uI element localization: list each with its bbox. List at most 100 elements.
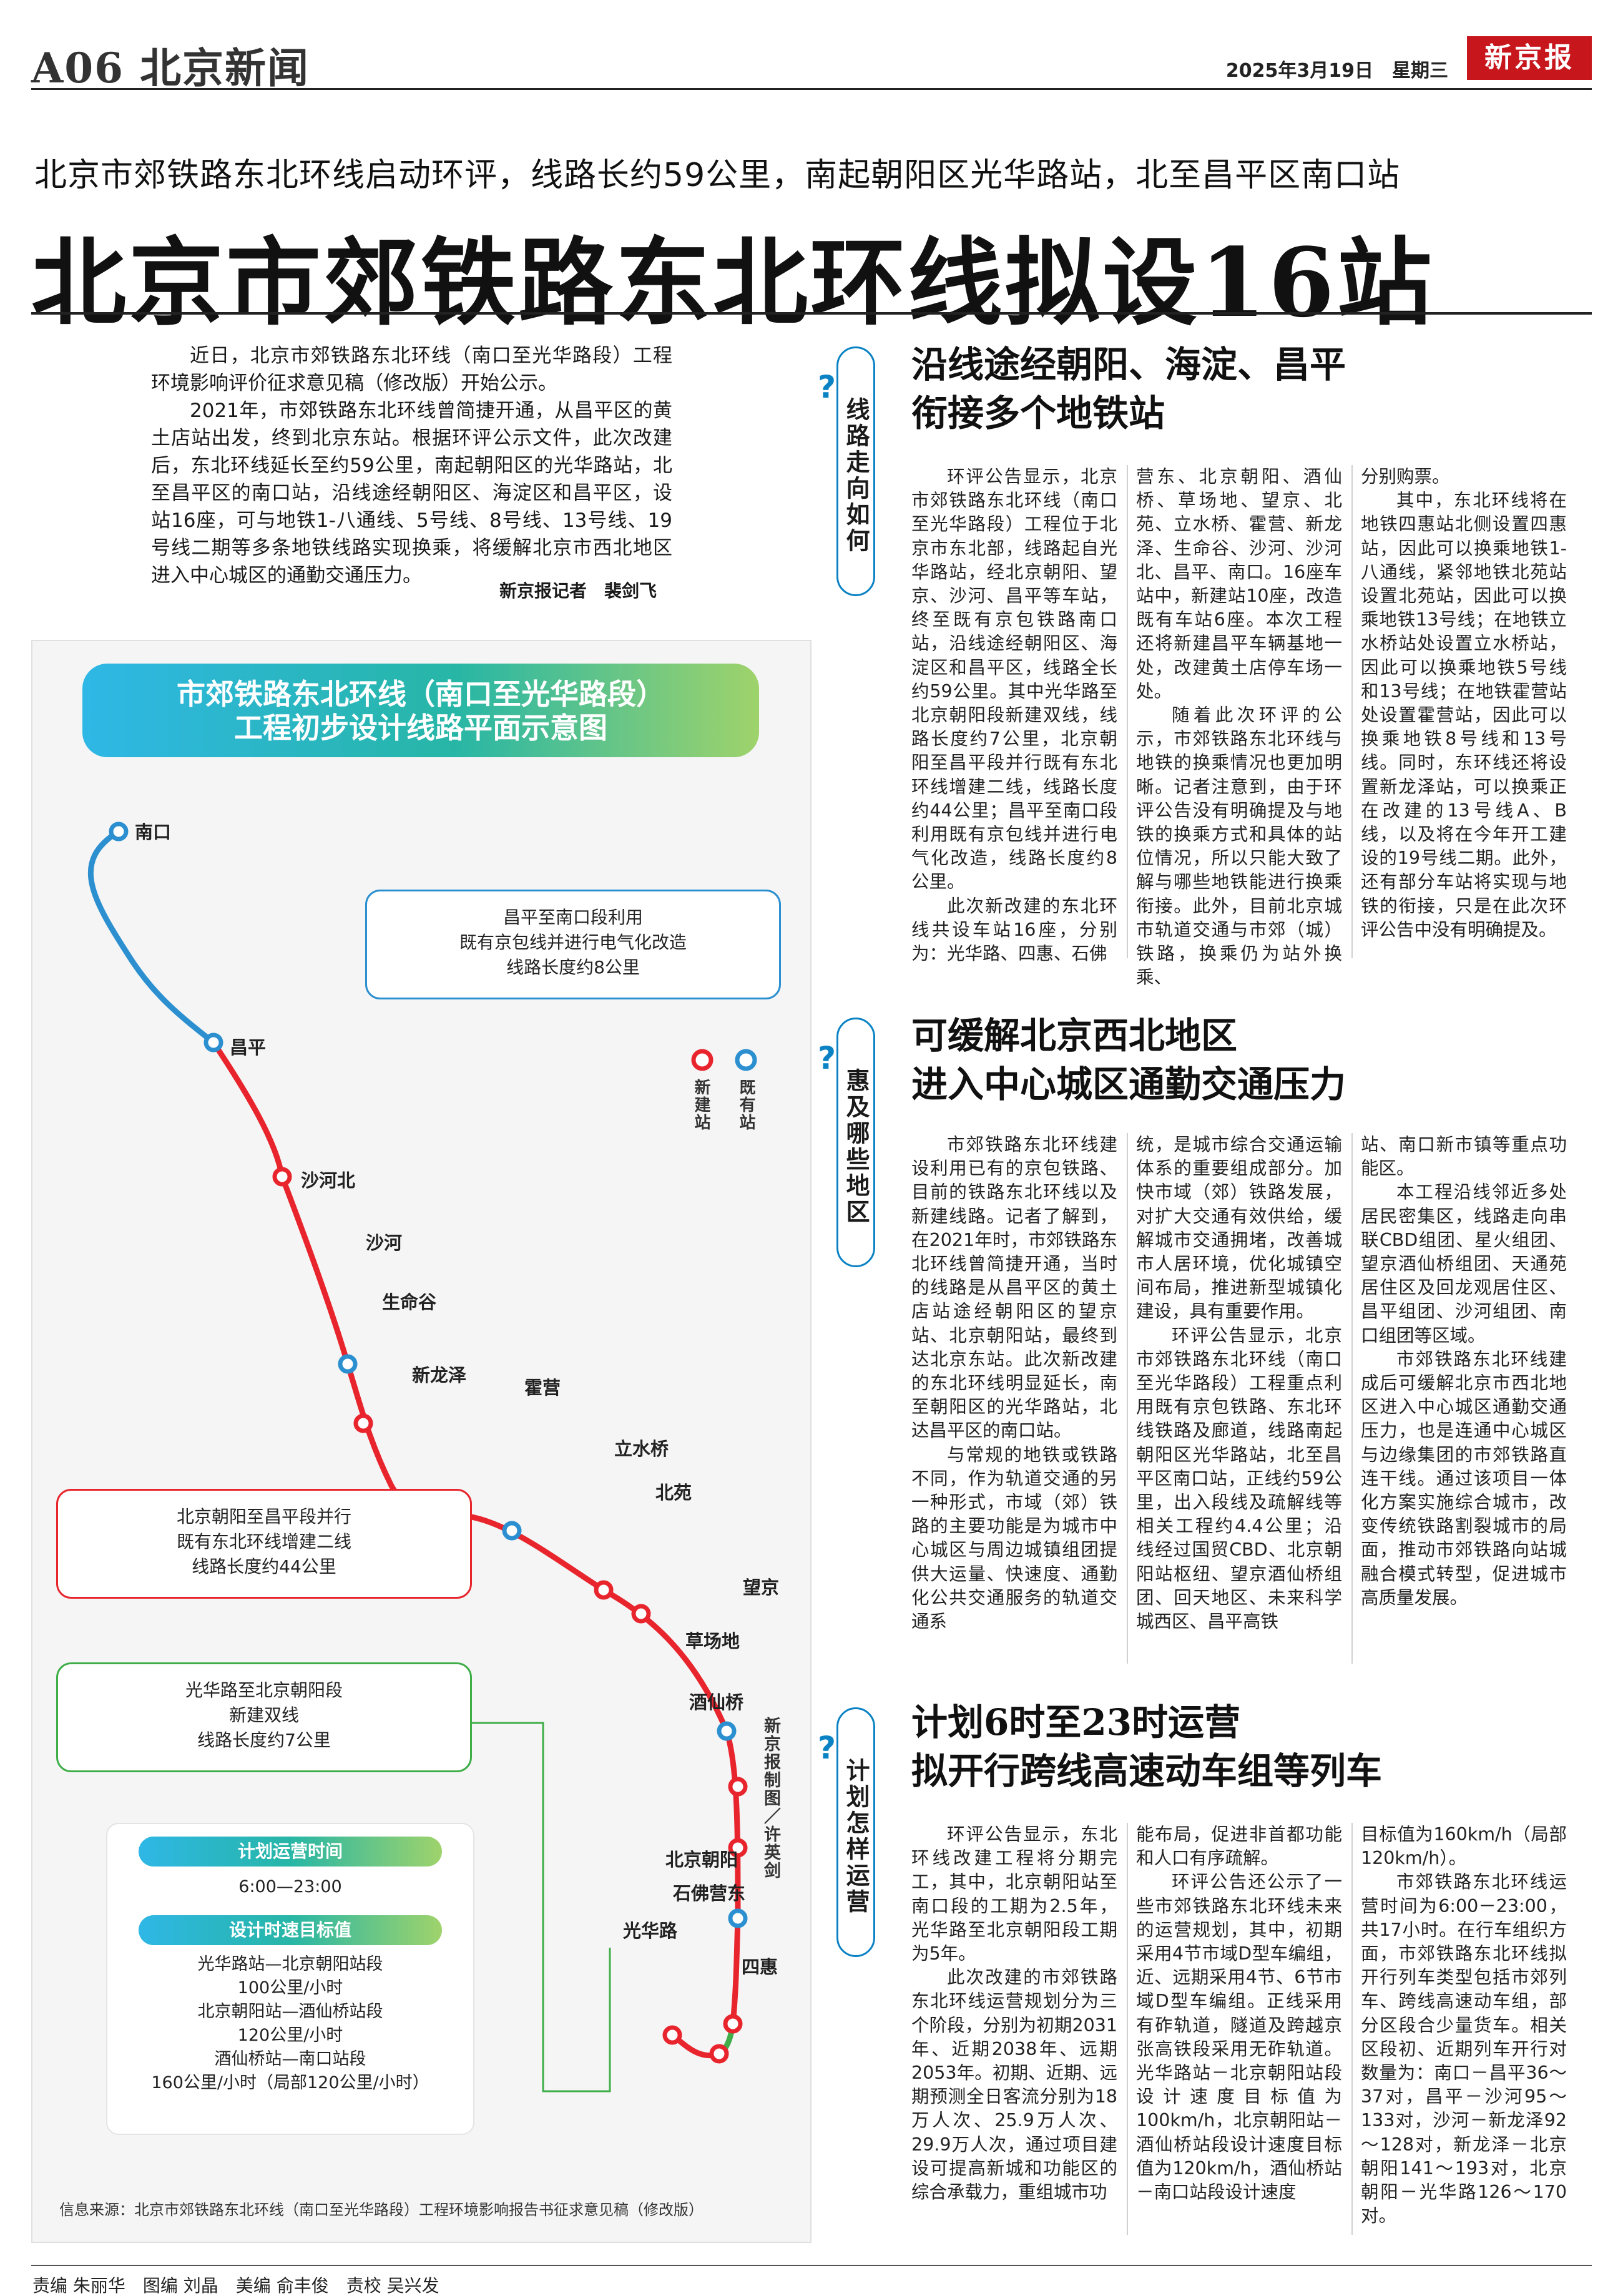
- page-number: A06 北京新闻: [31, 44, 310, 92]
- question-icon: ?: [817, 1730, 838, 1766]
- section-tag-areas: 惠及哪些地区?: [818, 1018, 875, 1267]
- body-paragraph: 环评公告显示，北京市郊铁路东北环线（南口至光华路段）工程重点利用既有京包铁路、东…: [1136, 1325, 1342, 1632]
- newspaper-logo: 新京报: [1467, 36, 1592, 80]
- callout-line: 线路长度约44公里: [192, 1556, 336, 1577]
- body-paragraph: 与常规的地铁或铁路不同，作为轨道交通的另一种形式，市域（郊）铁路的主要功能是为城…: [911, 1444, 1117, 1632]
- station-shahe-marker: [338, 1354, 358, 1374]
- callout-line: 线路长度约7公里: [197, 1730, 331, 1750]
- column-divider: [1351, 465, 1353, 958]
- body-paragraph: 统，是城市综合交通运输体系的重要组成部分。加快市域（郊）铁路发展，对扩大交通有效…: [1136, 1134, 1342, 1322]
- body-paragraph: 能布局，促进非首都功能和人口有序疏解。: [1136, 1824, 1342, 1869]
- station-huoying-marker: [502, 1521, 522, 1541]
- section-column: 市郊铁路东北环线建设利用已有的京包铁路、目前的铁路东北环线以及新建线路。记者了解…: [911, 1133, 1117, 1634]
- station-label: 草场地: [685, 1631, 740, 1652]
- section-column: 统，是城市综合交通运输体系的重要组成部分。加快市域（郊）铁路发展，对扩大交通有效…: [1136, 1133, 1342, 1634]
- speed-title: 设计时速目标值: [139, 1915, 442, 1945]
- speed-line: 120公里/小时: [237, 2026, 343, 2045]
- station-label: 生命谷: [382, 1292, 437, 1313]
- callout-line: 光华路至北京朝阳段: [185, 1680, 343, 1700]
- body-paragraph: 市郊铁路东北环线建设利用已有的京包铁路、目前的铁路东北环线以及新建线路。记者了解…: [911, 1134, 1117, 1441]
- station-shahebei-marker: [272, 1167, 292, 1187]
- main-headline: 北京市郊铁路东北环线拟设16站: [31, 227, 1434, 338]
- section-tag-operations: 计划怎样运营?: [818, 1707, 875, 1957]
- station-shengmingu-marker: [353, 1413, 373, 1433]
- station-beiyuan-marker: [631, 1604, 651, 1624]
- station-wangjing-marker: [717, 1721, 737, 1741]
- body-paragraph: 站、南口新市镇等重点功能区。: [1361, 1134, 1567, 1179]
- body-paragraph: 本工程沿线邻近多处居民密集区，线路走向串联CBD组团、星火组团、望京酒仙桥组团、…: [1361, 1182, 1567, 1346]
- station-label: 北京朝阳: [665, 1849, 738, 1870]
- station-nankou-marker: [109, 822, 129, 841]
- section-tag-text: 线路走向如何: [842, 397, 870, 554]
- editor-credits: 责编 朱丽华 图编 刘晶 美编 俞丰俊 责校 吴兴发: [32, 2275, 439, 2296]
- callout-line: 新建双线: [228, 1705, 299, 1725]
- section-column: 能布局，促进非首都功能和人口有序疏解。 环评公告还公示了一些市郊铁路东北环线未来…: [1136, 1823, 1342, 2204]
- legend-new-label: 新建站: [692, 1079, 710, 1131]
- callout-connector: [469, 1722, 611, 2092]
- speed-line: 160公里/小时（局部120公里/小时）: [151, 2073, 429, 2092]
- section-tag-text: 惠及哪些地区: [842, 1068, 870, 1225]
- station-label: 望京: [743, 1577, 780, 1598]
- legend-new-marker: [691, 1049, 713, 1071]
- section-column: 分别购票。 其中，东北环线将在地铁四惠站北侧设置四惠站，因此可以换乘地铁1-八通…: [1361, 465, 1567, 942]
- callout-chaoyang-changping: 北京朝阳至昌平段并行 既有东北环线增建二线 线路长度约44公里: [56, 1489, 472, 1599]
- legend-existing-label: 既有站: [737, 1079, 755, 1131]
- station-beijingchaoyang-marker: [728, 1908, 748, 1928]
- section-headline: 可缓解北京西北地区 进入中心城区通勤交通压力: [911, 1011, 1346, 1109]
- map-title-banner: 市郊铁路东北环线（南口至光华路段） 工程初步设计线路平面示意图: [82, 664, 759, 757]
- body-paragraph: 此次改建的市郊铁路东北环线运营规划分为三个阶段，分别为初期2031年、近期203…: [911, 1967, 1117, 2203]
- section-headline-line1: 沿线途经朝阳、海淀、昌平: [911, 343, 1346, 386]
- section-headline-line1: 可缓解北京西北地区: [911, 1014, 1238, 1057]
- legend-existing-marker: [735, 1049, 757, 1071]
- body-paragraph: 环评公告显示，东北环线改建工程将分期完工，其中，北京朝阳站至南口段的工期为2.5…: [911, 1824, 1117, 1965]
- map-credit: 新京报制图／许英剑: [761, 1717, 780, 1880]
- question-icon: ?: [817, 1040, 838, 1076]
- station-sihui-marker: [709, 2044, 729, 2064]
- station-jiuxianqiao-marker: [728, 1838, 748, 1858]
- speed-line: 100公里/小时: [237, 1978, 343, 1998]
- existing-line-segment: [87, 828, 217, 1046]
- hours-title: 计划运营时间: [139, 1837, 442, 1867]
- question-icon: ?: [817, 369, 838, 405]
- sub-headline: 北京市郊铁路东北环线启动环评，线路长约59公里，南起朝阳区光华路站，北至昌平区南…: [34, 157, 1401, 194]
- body-paragraph: 分别购票。: [1361, 466, 1450, 487]
- station-shifoying-marker: [723, 2014, 743, 2034]
- intro-text: 近日，北京市郊铁路东北环线（南口至光华路段）工程环境影响评价征求意见稿（修改版）…: [151, 342, 672, 589]
- top-bar: A06 北京新闻 2025年3月19日 星期三 新京报: [31, 30, 1592, 92]
- station-label: 霍营: [524, 1377, 561, 1398]
- section-tag-route: 线路走向如何?: [818, 346, 875, 596]
- speed-line: 光华路站—北京朝阳站段: [197, 1955, 383, 1974]
- section-column: 环评公告显示，东北环线改建工程将分期完工，其中，北京朝阳站至南口段的工期为2.5…: [911, 1823, 1117, 2204]
- map-source: 信息来源：北京市郊铁路东北环线（南口至光华路段）工程环境影响报告书征求意见稿（修…: [59, 2201, 704, 2219]
- callout-guanghua-chaoyang: 光华路至北京朝阳段 新建双线 线路长度约7公里: [56, 1662, 472, 1772]
- section-headline-line2: 进入中心城区通勤交通压力: [911, 1063, 1346, 1106]
- column-divider: [1127, 1823, 1128, 2235]
- station-label: 石佛营东: [673, 1883, 746, 1904]
- speed-line: 北京朝阳站—酒仙桥站段: [197, 2002, 383, 2021]
- intro-paragraph: 近日，北京市郊铁路东北环线（南口至光华路段）工程环境影响评价征求意见稿（修改版）…: [151, 345, 672, 395]
- column-divider: [1351, 1133, 1353, 1664]
- section-headline-line2: 衔接多个地铁站: [911, 392, 1165, 434]
- callout-line: 线路长度约8公里: [506, 957, 640, 978]
- column-divider: [1127, 465, 1128, 958]
- callout-changping-nankou: 昌平至南口段利用 既有京包线并进行电气化改造 线路长度约8公里: [365, 890, 781, 999]
- body-paragraph: 市郊铁路东北环线运营时间为6:00－23:00，共17小时。在行车组织方面，市郊…: [1361, 1872, 1567, 2227]
- section-tag-text: 计划怎样运营: [842, 1758, 870, 1915]
- speed-line: 酒仙桥站—南口站段: [214, 2049, 366, 2069]
- column-divider: [1351, 1823, 1353, 2235]
- section-column: 环评公告显示，北京市郊铁路东北环线（南口至光华路段）工程位于北京市东北部，线路起…: [911, 465, 1117, 966]
- body-paragraph: 市郊铁路东北环线建成后可缓解北京市西北地区进入中心城区通勤交通压力，也是连通中心…: [1361, 1348, 1567, 1608]
- station-changping-marker: [203, 1033, 223, 1052]
- body-paragraph: 目标值为160km/h（局部120km/h）。: [1361, 1824, 1567, 1869]
- station-guanghualu-marker: [662, 2025, 682, 2045]
- section-headline: 计划6时至23时运营 拟开行跨线高速动车组等列车: [911, 1698, 1382, 1795]
- hours-value: 6:00—23:00: [238, 1877, 342, 1896]
- headline-rule: [31, 312, 1592, 315]
- body-paragraph: 环评公告还公示了一些市郊铁路东北环线未来的运营规划，其中，初期采用4节市域D型车…: [1136, 1872, 1342, 2203]
- callout-line: 北京朝阳至昌平段并行: [176, 1506, 351, 1527]
- station-label: 南口: [135, 822, 172, 843]
- column-divider: [1127, 1133, 1128, 1664]
- station-caochangdi-marker: [728, 1777, 748, 1797]
- section-column: 目标值为160km/h（局部120km/h）。 市郊铁路东北环线运营时间为6:0…: [1361, 1823, 1567, 2228]
- station-label: 沙河: [366, 1232, 403, 1253]
